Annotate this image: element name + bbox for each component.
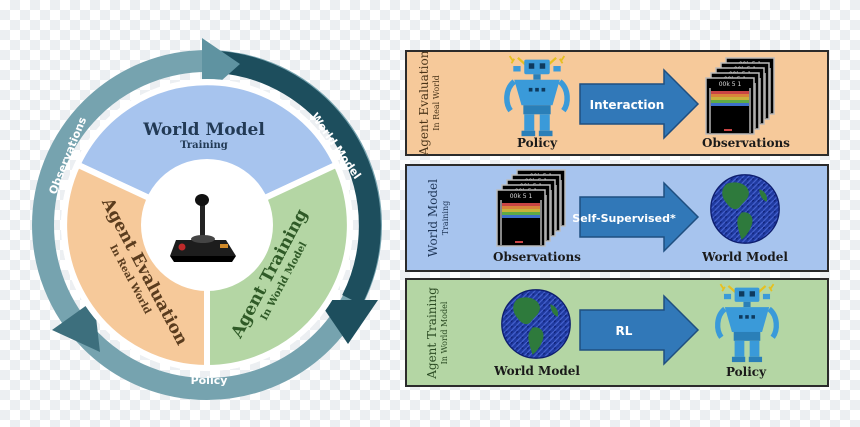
panel-side-title: Agent Evaluation [417, 50, 431, 156]
panel-agent-training: Agent Training In World Model World Mode… [405, 278, 829, 387]
panel-right-label: Observations [702, 136, 790, 150]
panel-side-sub: In Real World [432, 75, 441, 130]
ring-segment-world-model [217, 51, 381, 305]
ring-arrowhead-right [318, 300, 378, 344]
joystick-icon [170, 194, 236, 262]
panel-side-title: Agent Training [425, 287, 439, 380]
panel-side-sub: In World Model [440, 301, 449, 364]
training-cycle: World Model Training Agent Evaluation In… [32, 38, 382, 400]
ring-arrowhead-bottom-left [52, 300, 100, 352]
panel-agent-evaluation: Agent Evaluation In Real World Policy In… [405, 50, 829, 156]
sector-sub-world-model: Training [180, 140, 228, 151]
panel-side-title: World Model [426, 179, 440, 257]
earth-globe-icon [710, 174, 780, 244]
panel-right-label: World Model [701, 250, 788, 264]
panel-arrow-label: Self-Supervised* [572, 212, 676, 225]
panel-world-model-training: World Model Training Observations Self-S… [405, 164, 829, 272]
panel-left-label: Observations [493, 250, 581, 264]
panel-left-label: Policy [517, 136, 558, 150]
panel-left-label: World Model [493, 364, 580, 378]
sector-title-world-model: World Model [142, 120, 265, 140]
panel-right-label: Policy [726, 365, 767, 379]
earth-globe-icon [501, 289, 571, 359]
panel-arrow-label: RL [616, 324, 633, 338]
panel-side-sub: Training [441, 201, 450, 235]
ring-label-policy: Policy [191, 374, 228, 387]
center-circle [141, 159, 273, 291]
game-screen-stack-icon [706, 58, 774, 134]
game-screen-stack-icon [497, 170, 565, 246]
panel-arrow-label: Interaction [590, 98, 665, 112]
sector-world-model-training [73, 79, 341, 229]
